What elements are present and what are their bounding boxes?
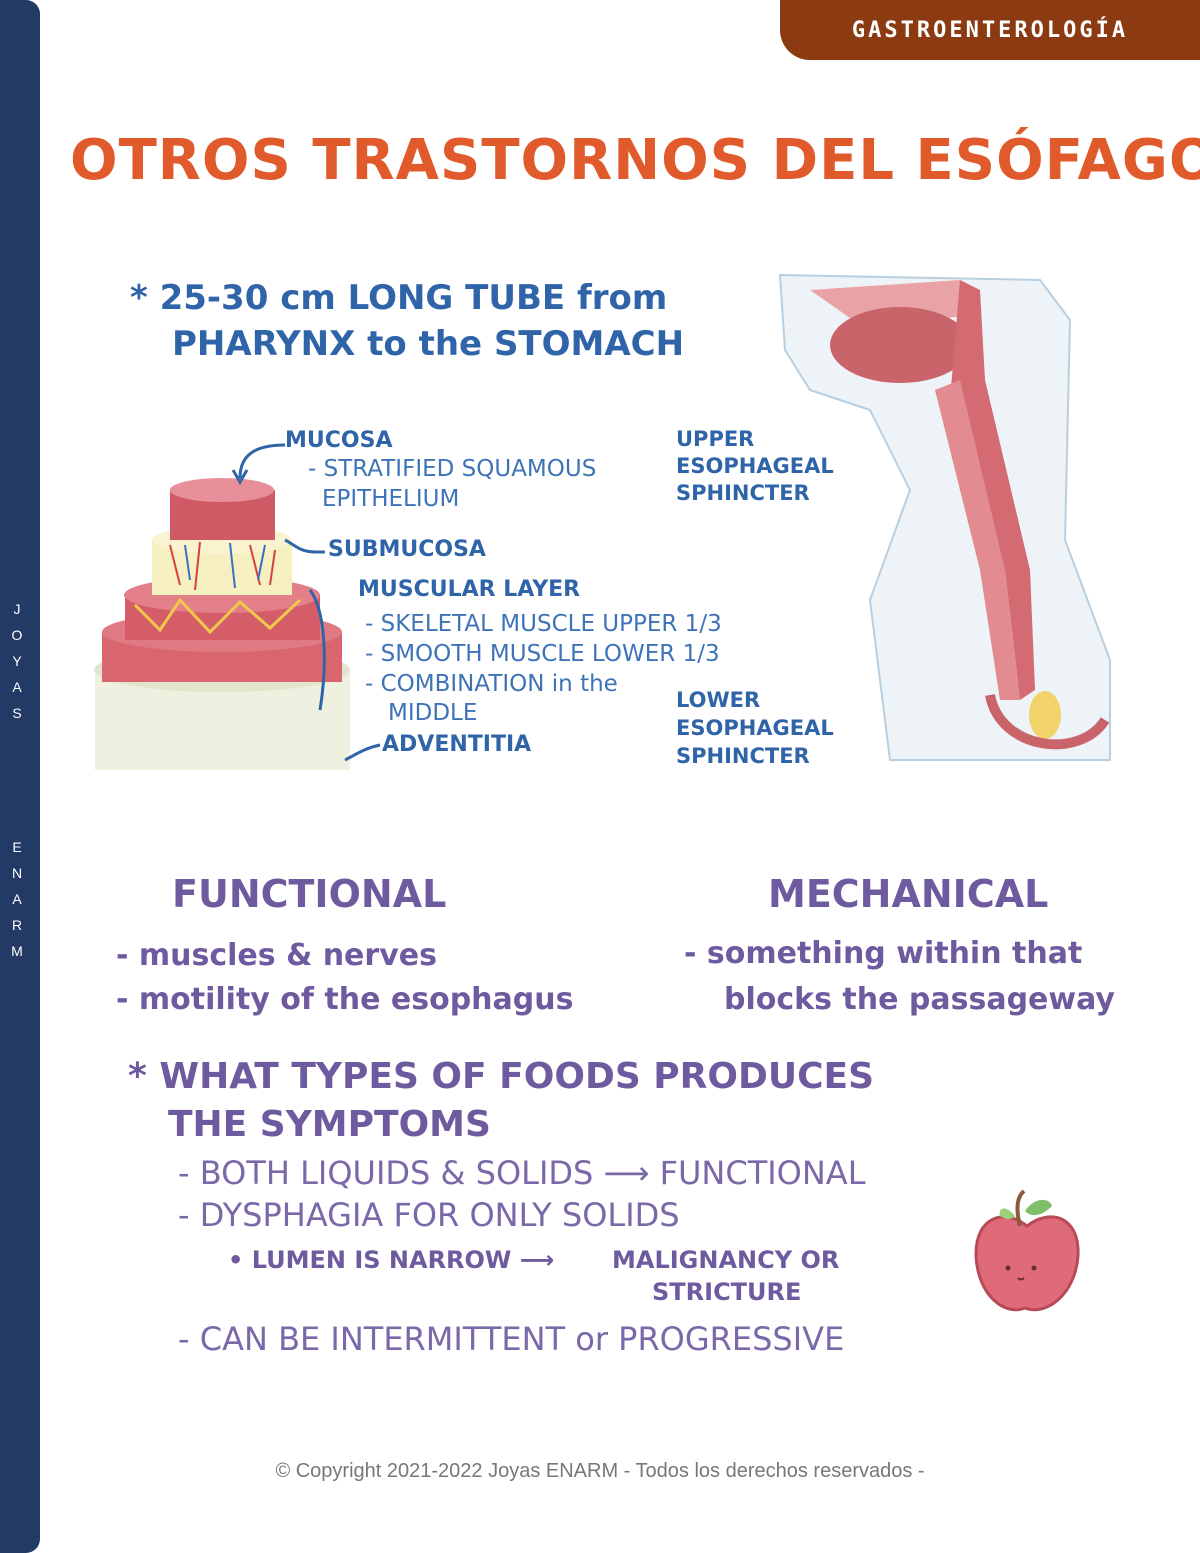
functional-item: - motility of the esophagus <box>116 982 574 1017</box>
sidebar-letter: O <box>11 627 23 643</box>
label-mucosa-detail: EPITHELIUM <box>322 486 460 512</box>
foods-item-intermittent: - CAN BE INTERMITTENT or PROGRESSIVE <box>178 1320 845 1358</box>
label-muscular-detail: MIDDLE <box>388 700 478 726</box>
foods-item-liquids-solids: - BOTH LIQUIDS & SOLIDS ⟶ FUNCTIONAL <box>178 1154 866 1192</box>
label-muscular-detail: - COMBINATION in the <box>365 671 618 697</box>
label-muscular-detail: - SMOOTH MUSCLE LOWER 1/3 <box>365 641 720 667</box>
label-upper-sphincter: UPPER ESOPHAGEAL SPHINCTER <box>676 426 834 507</box>
esophagus-drawing <box>94 273 1111 770</box>
label-mucosa: MUCOSA <box>285 428 393 453</box>
functional-item: - muscles & nerves <box>116 938 437 973</box>
foods-subitem-lumen: • LUMEN IS NARROW ⟶ <box>228 1246 555 1274</box>
sidebar-letter: S <box>12 705 22 721</box>
sidebar-word-joyas: J O Y A S <box>2 596 32 726</box>
foods-question-line1: * WHAT TYPES OF FOODS PRODUCES <box>128 1056 875 1097</box>
foods-question-line2: THE SYMPTOMS <box>168 1104 491 1145</box>
sidebar-letter: R <box>11 917 23 933</box>
sidebar-letter: M <box>11 943 23 959</box>
sidebar-letter: A <box>12 891 22 907</box>
copyright-footer: © Copyright 2021-2022 Joyas ENARM - Todo… <box>275 1460 925 1482</box>
mechanical-item: blocks the passageway <box>724 982 1115 1017</box>
mechanical-item: - something within that <box>684 936 1083 971</box>
foods-item-dysphagia: - DYSPHAGIA FOR ONLY SOLIDS <box>178 1196 680 1234</box>
esophagus-illustration: * 25-30 cm LONG TUBE from PHARYNX to the… <box>80 240 1180 800</box>
foods-subitem-result: STRICTURE <box>652 1278 802 1306</box>
label-lower-sphincter: LOWER ESOPHAGEAL SPHINCTER <box>676 686 834 770</box>
mechanical-title: MECHANICAL <box>768 872 1049 916</box>
figure-heading-line2: PHARYNX to the STOMACH <box>172 324 685 364</box>
functional-title: FUNCTIONAL <box>172 872 447 916</box>
layered-tube-drawing <box>94 478 350 770</box>
label-line: UPPER <box>676 427 755 451</box>
side-bar: J O Y A S E N A R M <box>0 0 40 1553</box>
label-muscular-layer: MUSCULAR LAYER <box>358 577 581 602</box>
head-profile-drawing <box>778 273 1111 761</box>
label-line: LOWER <box>676 688 761 712</box>
sidebar-letter: J <box>13 601 21 617</box>
label-line: ESOPHAGEAL <box>676 454 834 478</box>
label-line: SPHINCTER <box>676 481 810 505</box>
sidebar-letter: A <box>12 679 22 695</box>
sidebar-letter: Y <box>12 653 22 669</box>
section-badge: GASTROENTEROLOGÍA <box>780 0 1200 60</box>
sidebar-letter: E <box>12 839 22 855</box>
label-line: ESOPHAGEAL <box>676 716 834 740</box>
page-title: OTROS TRASTORNOS DEL ESÓFAGO <box>70 128 1200 193</box>
label-muscular-detail: - SKELETAL MUSCLE UPPER 1/3 <box>365 611 722 637</box>
label-adventitia: ADVENTITIA <box>382 732 532 757</box>
label-mucosa-detail: - STRATIFIED SQUAMOUS <box>308 456 597 482</box>
foods-subitem-result: MALIGNANCY OR <box>612 1246 840 1274</box>
apple-icon <box>974 1189 1080 1312</box>
sidebar-letter: N <box>11 865 23 881</box>
label-line: SPHINCTER <box>676 744 810 768</box>
label-submucosa: SUBMUCOSA <box>328 537 486 562</box>
figure-heading-line1: * 25-30 cm LONG TUBE from <box>130 278 668 318</box>
sidebar-word-enarm: E N A R M <box>2 834 32 964</box>
